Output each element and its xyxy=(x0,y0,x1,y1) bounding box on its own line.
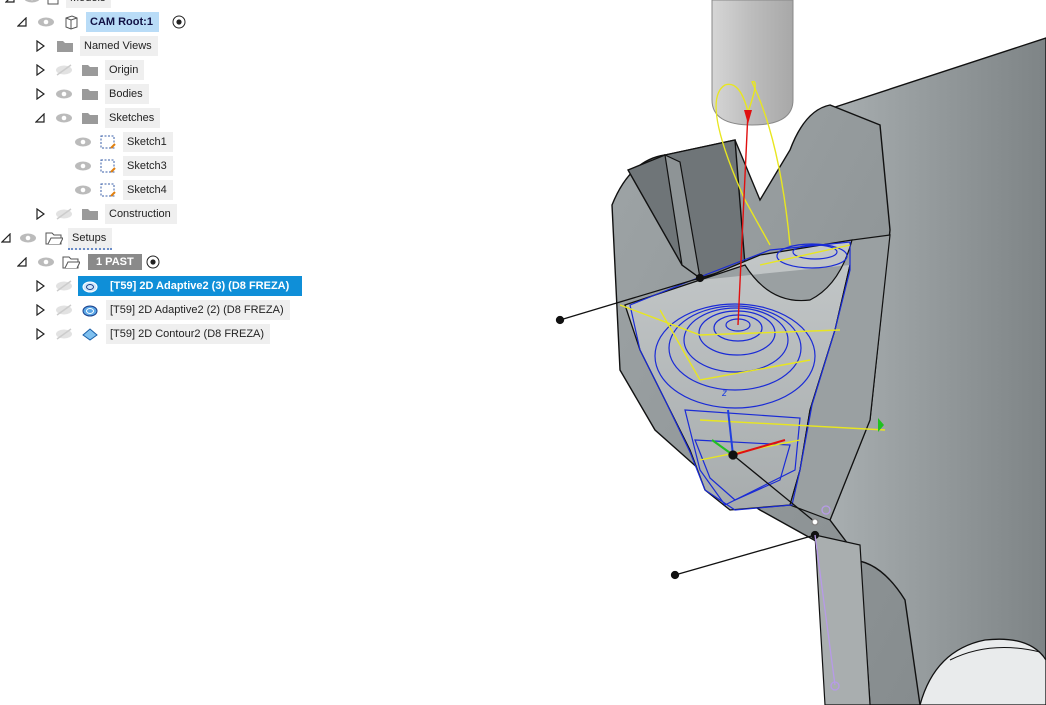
tree-label: 1 PAST xyxy=(88,254,142,270)
expand-triangle-icon[interactable] xyxy=(34,328,46,340)
tree-row-named-views[interactable]: Named Views xyxy=(0,36,170,56)
eye-icon[interactable] xyxy=(73,182,93,198)
folder-icon xyxy=(80,206,100,222)
cutting-tool xyxy=(711,0,794,126)
eye-icon[interactable] xyxy=(18,230,38,246)
retract-line xyxy=(814,505,840,691)
expand-triangle-icon[interactable] xyxy=(34,40,46,52)
expand-triangle-icon[interactable] xyxy=(34,208,46,220)
tree-label: Named Views xyxy=(80,36,158,56)
axis-z-label: z xyxy=(721,388,727,399)
selection-highlight xyxy=(78,276,302,296)
adaptive-operation-icon xyxy=(80,302,100,318)
eye-icon[interactable] xyxy=(73,158,93,174)
collapse-triangle-icon[interactable] xyxy=(34,112,46,124)
tree-row-origin[interactable]: Origin xyxy=(0,60,150,80)
collapse-triangle-icon[interactable] xyxy=(16,16,28,28)
tree-row-bodies[interactable]: Bodies xyxy=(0,84,150,104)
tree-label: Setups xyxy=(68,228,113,250)
folder-icon xyxy=(80,86,100,102)
eye-icon[interactable] xyxy=(73,134,93,150)
expand-triangle-icon[interactable] xyxy=(34,280,46,292)
folder-icon xyxy=(55,38,75,54)
tree-row-construction[interactable]: Construction xyxy=(0,204,190,224)
contour-operation-icon xyxy=(80,326,100,342)
folder-icon xyxy=(80,62,100,78)
tree-label: Sketch4 xyxy=(123,180,173,200)
axis-triad: z xyxy=(711,388,884,456)
toolpath-links xyxy=(619,80,886,461)
collapse-triangle-icon[interactable] xyxy=(4,0,16,4)
tree-label: Bodies xyxy=(105,84,149,104)
adaptive-operation-icon xyxy=(80,278,100,294)
setups-folder-icon xyxy=(44,230,64,246)
expand-triangle-icon[interactable] xyxy=(34,64,46,76)
collapse-triangle-icon[interactable] xyxy=(0,232,12,244)
folder-icon xyxy=(80,110,100,126)
eye-icon[interactable] xyxy=(36,254,56,270)
tree-label: Sketch1 xyxy=(123,132,173,152)
browser-tree: Models CAM Root:1 Named Views xyxy=(0,0,420,360)
eye-icon[interactable] xyxy=(22,0,42,6)
collapse-triangle-icon[interactable] xyxy=(16,256,28,268)
tree-row-setup[interactable]: 1 PAST xyxy=(0,252,170,272)
tree-row-models[interactable]: Models xyxy=(0,0,130,8)
tree-row-sketch[interactable]: Sketch3 xyxy=(0,156,180,176)
tree-label: [T59] 2D Contour2 (D8 FREZA) xyxy=(106,324,271,344)
eye-hidden-icon[interactable] xyxy=(54,278,74,294)
eye-icon[interactable] xyxy=(54,86,74,102)
tree-row-cam-root[interactable]: CAM Root:1 xyxy=(0,12,200,32)
tree-row-operation-selected[interactable]: [T59] 2D Adaptive2 (3) (D8 FREZA) xyxy=(0,276,310,296)
expand-triangle-icon[interactable] xyxy=(34,304,46,316)
tree-label: [T59] 2D Adaptive2 (2) (D8 FREZA) xyxy=(106,300,290,320)
tree-row-setups[interactable]: Setups xyxy=(0,228,130,250)
eye-icon[interactable] xyxy=(54,110,74,126)
sketch-icon xyxy=(98,182,118,198)
tree-label: Sketch3 xyxy=(123,156,173,176)
sketch-icon xyxy=(98,134,118,150)
tree-row-operation[interactable]: [T59] 2D Adaptive2 (2) (D8 FREZA) xyxy=(0,300,300,320)
component-icon xyxy=(44,0,64,6)
tree-row-operation[interactable]: [T59] 2D Contour2 (D8 FREZA) xyxy=(0,324,290,344)
part-body xyxy=(611,37,1046,705)
tree-label: Sketches xyxy=(105,108,161,128)
eye-hidden-icon[interactable] xyxy=(54,206,74,222)
tree-label: CAM Root:1 xyxy=(86,12,159,32)
tree-label: Origin xyxy=(105,60,145,80)
activate-radio-icon[interactable] xyxy=(172,15,186,29)
sketch-icon xyxy=(98,158,118,174)
tree-label: Models xyxy=(66,0,112,8)
tree-row-sketch[interactable]: Sketch1 xyxy=(0,132,180,152)
setup-icon xyxy=(61,254,81,270)
tree-label: [T59] 2D Adaptive2 (3) (D8 FREZA) xyxy=(110,280,290,292)
tree-row-sketches[interactable]: Sketches xyxy=(0,108,170,128)
plunge-line xyxy=(737,111,749,326)
leader-lines xyxy=(555,273,820,580)
eye-hidden-icon[interactable] xyxy=(54,326,74,342)
tool-tip-marker xyxy=(744,110,752,124)
eye-hidden-icon[interactable] xyxy=(54,62,74,78)
tree-row-sketch[interactable]: Sketch4 xyxy=(0,180,180,200)
tree-label: Construction xyxy=(105,204,177,224)
activate-radio-icon[interactable] xyxy=(146,255,160,269)
eye-icon[interactable] xyxy=(36,14,56,30)
component-icon xyxy=(61,14,81,30)
expand-triangle-icon[interactable] xyxy=(34,88,46,100)
eye-hidden-icon[interactable] xyxy=(54,302,74,318)
